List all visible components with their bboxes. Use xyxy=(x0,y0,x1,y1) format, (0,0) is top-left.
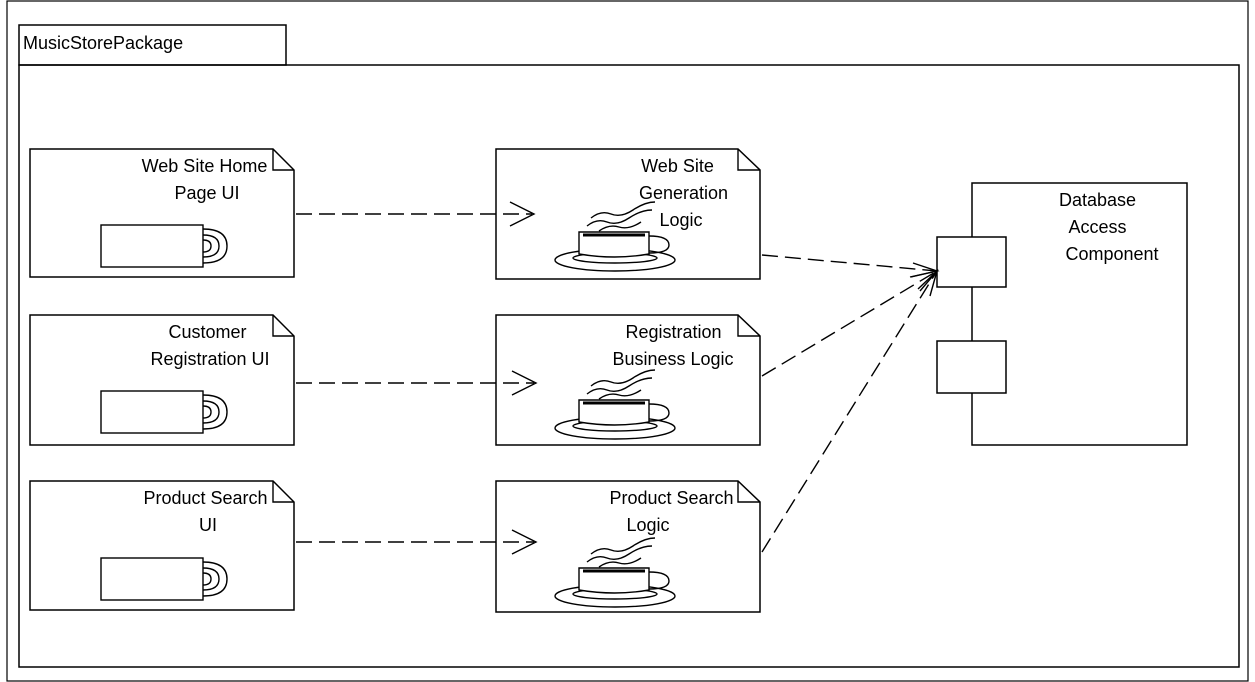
dependency-arrow-generation-to-database xyxy=(761,254,940,278)
ui-component-home[interactable]: Web Site Home Page UI xyxy=(29,148,295,278)
coffee-cup-icon xyxy=(554,369,676,440)
dependency-arrow-search-to-database xyxy=(761,268,939,553)
dependency-arrow-registration-to-database xyxy=(761,269,939,377)
ui-component-search[interactable]: Product Search UI xyxy=(29,480,295,611)
logic-component-generation[interactable]: Web Site Generation Logic xyxy=(495,148,761,280)
dependency-arrow-registration-ui-to-logic xyxy=(296,370,538,396)
logic-component-label: Web Site Generation Logic xyxy=(639,156,733,230)
interface-icon xyxy=(100,390,228,434)
package-name: MusicStorePackage xyxy=(23,33,183,53)
page-border xyxy=(6,0,1249,682)
ui-component-label: Web Site Home Page UI xyxy=(142,156,273,203)
ui-component-registration[interactable]: Customer Registration UI xyxy=(29,314,295,446)
logic-component-registration[interactable]: Registration Business Logic xyxy=(495,314,761,446)
database-access-component[interactable]: Database Access Component xyxy=(936,182,1188,446)
coffee-cup-icon xyxy=(554,537,676,608)
database-component-label: Database Access Component xyxy=(1059,190,1159,264)
dependency-arrow-home-to-generation xyxy=(296,201,536,227)
logic-component-label: Registration Business Logic xyxy=(612,322,733,369)
component-port-top xyxy=(936,236,1007,288)
package[interactable]: MusicStorePackage xyxy=(18,24,1240,668)
ui-component-label: Product Search UI xyxy=(143,488,272,535)
logic-component-search[interactable]: Product Search Logic xyxy=(495,480,761,613)
package-body xyxy=(18,64,1240,668)
interface-icon xyxy=(100,224,228,268)
interface-icon xyxy=(100,557,228,601)
dependency-arrow-search-ui-to-logic xyxy=(296,529,538,555)
ui-component-label: Customer Registration UI xyxy=(150,322,269,369)
coffee-cup-icon xyxy=(554,201,676,272)
component-port-bottom xyxy=(936,340,1007,394)
logic-component-label: Product Search Logic xyxy=(609,488,738,535)
